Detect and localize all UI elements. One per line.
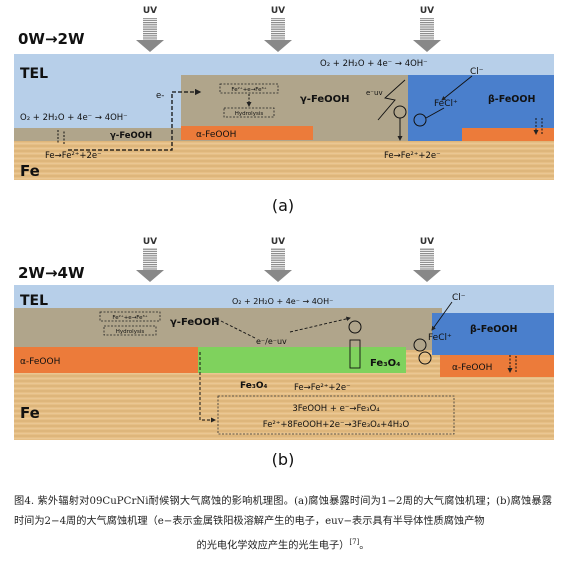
fe-substrate	[14, 140, 554, 180]
panel-b-label: (b)	[272, 450, 295, 469]
caption-end: 。	[359, 540, 370, 552]
caption-line2: 的光电化学效应产生的光生电子）	[196, 540, 350, 552]
fecl-label: FeCl⁺	[428, 333, 452, 343]
photoelectron-label: e⁻uv	[366, 89, 383, 97]
svg-text:UV: UV	[420, 237, 434, 247]
chloride-label: Cl⁻	[452, 293, 466, 303]
svg-text:Hydrolysis: Hydrolysis	[235, 111, 264, 117]
period-label: 0W→2W	[18, 30, 85, 48]
oxidation-box: Fe²⁺+e→Fe³⁺	[99, 311, 161, 322]
uv-arrow: UV	[413, 237, 441, 282]
caption-reference: [7]	[349, 538, 360, 546]
tel-label: TEL	[20, 66, 48, 82]
caption-line1: 图4. 紫外辐射对09CuPCrNi耐候钢大气腐蚀的影响机理图。(a)腐蚀暴露时…	[14, 496, 552, 527]
gamma-feooh-label-left: γ-FeOOH	[110, 131, 152, 141]
fe3o4-layer	[198, 347, 406, 373]
svg-text:UV: UV	[143, 237, 157, 247]
anodic-reaction-left: Fe→Fe²⁺+2e⁻	[45, 151, 102, 161]
pit-circle	[413, 113, 427, 127]
fe-label: Fe	[20, 404, 40, 422]
svg-text:UV: UV	[271, 237, 285, 247]
period-label: 2W→4W	[18, 264, 85, 282]
svg-text:UV: UV	[143, 6, 157, 16]
electron-path	[199, 352, 216, 423]
gamma-feooh-label: γ-FeOOH	[170, 317, 220, 328]
panel-a: UV UV UV 0W→2W TEL Fe O₂ + 2H₂O + 4e⁻ → …	[14, 6, 554, 215]
beta-feooh-label: β-FeOOH	[470, 324, 517, 335]
fecl-label: FeCl⁺	[434, 99, 458, 109]
figure-caption: 图4. 紫外辐射对09CuPCrNi耐候钢大气腐蚀的影响机理图。(a)腐蚀暴露时…	[14, 492, 552, 556]
electron-label: e-	[156, 91, 164, 101]
hydrolysis-box: Hydrolysis	[223, 107, 275, 118]
alpha-feooh-layer-right	[462, 128, 554, 141]
alpha-feooh-layer-right	[440, 355, 554, 377]
panel-b: UV UV UV 2W→4W TEL Fe O₂ + 2H₂O + 4e⁻ → …	[14, 237, 554, 469]
hydrolysis-box: Hydrolysis	[103, 325, 157, 336]
electron-path	[68, 88, 202, 151]
tel-label: TEL	[20, 293, 48, 309]
svg-text:Hydrolysis: Hydrolysis	[116, 329, 145, 335]
reaction-box: 3FeOOH + e⁻→Fe₃O₄ Fe²⁺+8FeOOH+2e⁻→3Fe₃O₄…	[217, 395, 455, 435]
beta-feooh-layer	[432, 313, 554, 355]
cathodic-reaction: O₂ + 2H₂O + 4e⁻ → 4OH⁻	[320, 59, 428, 69]
uv-arrow: UV	[413, 6, 441, 52]
anodic-reaction-right: Fe→Fe²⁺+2e⁻	[384, 151, 441, 161]
pit-circle	[418, 351, 432, 365]
rust-layer-left	[14, 128, 181, 141]
pit-circle	[413, 338, 427, 352]
mechanism-figure: UV UV UV 0W→2W TEL Fe O₂ + 2H₂O + 4e⁻ → …	[14, 6, 554, 469]
alpha-feooh-layer-left	[14, 347, 198, 373]
svg-text:Fe²⁺+e→Fe³⁺: Fe²⁺+e→Fe³⁺	[112, 314, 147, 321]
uv-arrow: UV	[136, 237, 164, 282]
fe-label: Fe	[20, 162, 40, 180]
oxidation-box: Fe²⁺+e→Fe³⁺	[219, 83, 279, 94]
alpha-feooh-label-right: α-FeOOH	[452, 363, 492, 373]
caption-line2-wrap: 的光电化学效应产生的光生电子）[7]。	[14, 532, 552, 556]
gamma-feooh-label: γ-FeOOH	[300, 94, 350, 105]
svg-text:Fe²⁺+e→Fe³⁺: Fe²⁺+e→Fe³⁺	[231, 86, 266, 93]
fe3o4-label-left: Fe₃O₄	[240, 381, 267, 391]
svg-text:UV: UV	[420, 6, 434, 16]
chloride-label: Cl⁻	[470, 67, 484, 77]
uv-arrow: UV	[136, 6, 164, 52]
pit-circle	[348, 320, 362, 334]
beta-feooh-label: β-FeOOH	[488, 94, 535, 105]
alpha-feooh-label: α-FeOOH	[196, 130, 236, 140]
magnetite-reaction-1: 3FeOOH + e⁻→Fe₃O₄	[292, 404, 380, 414]
anodic-reaction: Fe→Fe²⁺+2e⁻	[294, 383, 351, 393]
cathodic-reaction-left: O₂ + 2H₂O + 4e⁻ → 4OH⁻	[20, 113, 128, 123]
uv-arrow: UV	[264, 6, 292, 52]
uv-arrow: UV	[264, 237, 292, 282]
rust-layer	[14, 308, 442, 350]
panel-a-label: (a)	[272, 196, 294, 215]
cathodic-reaction: O₂ + 2H₂O + 4e⁻ → 4OH⁻	[232, 297, 333, 306]
electron-pair-label: e⁻/e⁻uv	[256, 337, 287, 346]
pit-column	[349, 339, 361, 369]
fe3o4-label: Fe₃O₄	[370, 358, 400, 369]
svg-text:UV: UV	[271, 6, 285, 16]
alpha-feooh-label-left: α-FeOOH	[20, 357, 60, 367]
magnetite-reaction-2: Fe²⁺+8FeOOH+2e⁻→3Fe₃O₄+4H₂O	[263, 420, 410, 430]
alpha-feooh-layer	[181, 126, 313, 140]
